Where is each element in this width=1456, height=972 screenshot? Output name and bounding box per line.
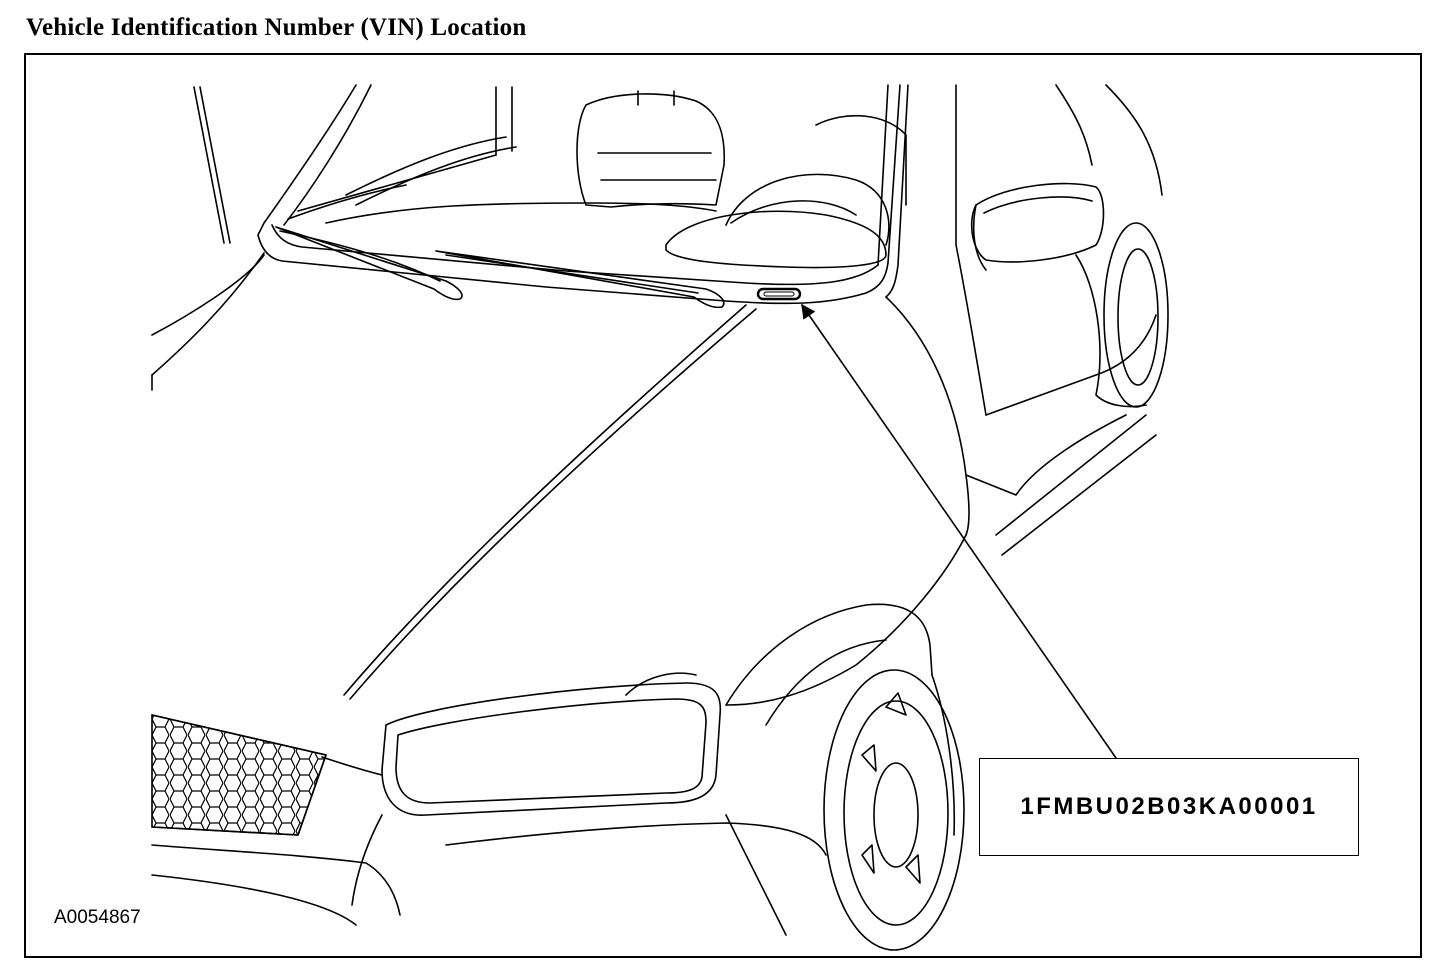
vin-callout-box: 1FMBU02B03KA00001 — [979, 758, 1359, 856]
figure-id: A0054867 — [54, 907, 141, 928]
front-wheel — [823, 669, 965, 951]
callout-leader-line — [801, 303, 1117, 759]
vehicle-door — [955, 84, 1163, 556]
vehicle-line-drawing — [151, 84, 1169, 951]
windshield-frame — [257, 84, 909, 305]
headlamp — [381, 672, 722, 816]
lower-body — [445, 814, 827, 936]
illustration-frame: 1FMBU02B03KA00001 A0054867 — [24, 53, 1422, 958]
side-mirror — [970, 182, 1105, 271]
hood — [151, 252, 970, 706]
antenna — [193, 86, 231, 244]
vehicle-interior — [287, 86, 907, 269]
vin-plate — [756, 287, 802, 301]
front-fender — [725, 603, 956, 836]
wiper-blades — [275, 226, 725, 309]
rear-wheel — [1075, 222, 1169, 408]
vin-number: 1FMBU02B03KA00001 — [1020, 793, 1318, 820]
front-grille — [151, 714, 401, 926]
page-title: Vehicle Identification Number (VIN) Loca… — [26, 14, 527, 41]
